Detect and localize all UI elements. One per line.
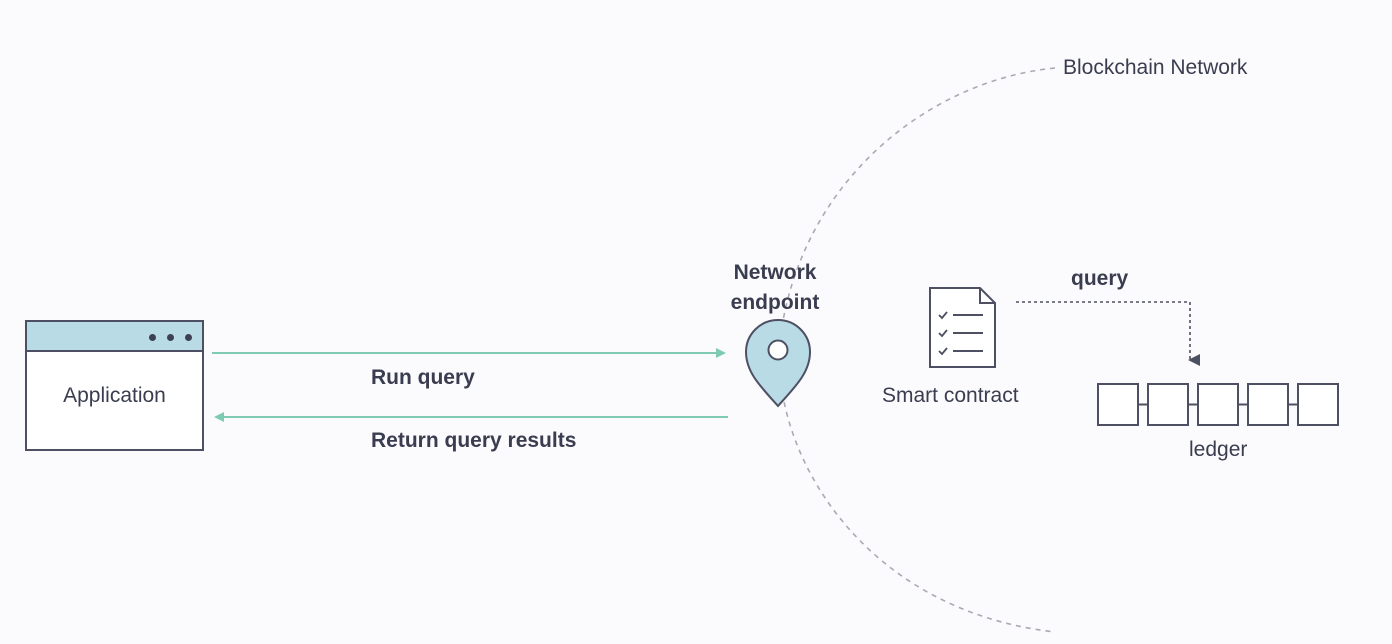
ledger-label: ledger (1189, 438, 1248, 461)
document-checklist-icon (929, 287, 996, 368)
ellipsis-icon (185, 334, 192, 341)
application-label: Application (63, 384, 166, 407)
ledger-block (1197, 383, 1239, 426)
ledger-block (1247, 383, 1289, 426)
endpoint-label: Network endpoint (705, 258, 845, 318)
query-label: query (1071, 267, 1129, 290)
network-title: Blockchain Network (1063, 56, 1248, 79)
query-arrow (1016, 301, 1200, 366)
ledger-chain (1097, 383, 1339, 426)
return-results-label: Return query results (371, 429, 577, 452)
endpoint-label-line1: Network (733, 261, 817, 284)
application-window: Application (25, 320, 204, 451)
ellipsis-icon (149, 334, 156, 341)
ellipsis-icon (167, 334, 174, 341)
network-boundary (778, 67, 1056, 633)
smart-contract-label: Smart contract (882, 384, 1019, 407)
ledger-block (1097, 383, 1139, 426)
application-titlebar (27, 322, 202, 352)
ledger-block (1297, 383, 1339, 426)
run-query-label: Run query (371, 366, 475, 389)
endpoint-label-line2: endpoint (730, 291, 820, 314)
ledger-block (1147, 383, 1189, 426)
map-pin-icon (744, 319, 812, 408)
